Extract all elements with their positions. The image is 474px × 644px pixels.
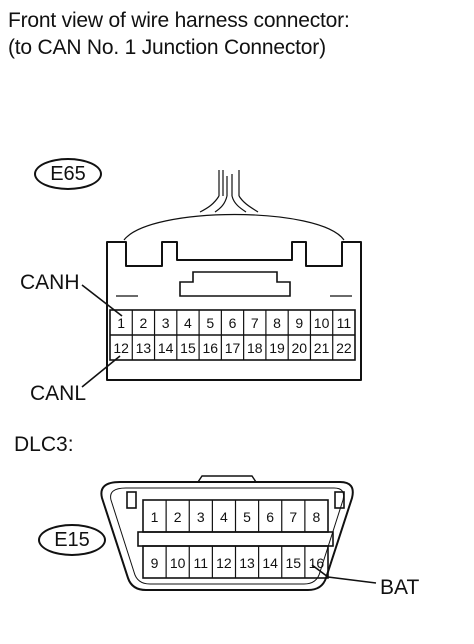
e65-pin-15: 15 <box>180 340 196 356</box>
e65-pin-9: 9 <box>295 315 303 331</box>
e65-pin-6: 6 <box>229 315 237 331</box>
dlc3-pin-1: 1 <box>151 509 159 525</box>
dlc3-pin-4: 4 <box>220 509 228 525</box>
canl-label: CANL <box>30 382 87 405</box>
e65-harness-wires-icon <box>199 170 259 213</box>
e65-pin-1: 1 <box>117 315 125 331</box>
e65-pin-8: 8 <box>273 315 281 331</box>
canh-label: CANH <box>20 271 80 294</box>
dlc3-pin-5: 5 <box>243 509 251 525</box>
e65-pin-4: 4 <box>184 315 192 331</box>
dlc3-pin-12: 12 <box>216 555 232 571</box>
e65-wire-bundle-arc <box>123 213 345 241</box>
heading-line-2: (to CAN No. 1 Junction Connector) <box>8 36 326 59</box>
dlc3-pin-3: 3 <box>197 509 205 525</box>
dlc3-pin-7: 7 <box>289 509 297 525</box>
canh-leader-line <box>81 284 123 317</box>
e65-pin-18: 18 <box>247 340 263 356</box>
connector-code-e65: E65 <box>34 158 102 190</box>
e65-callout-lines <box>81 284 123 388</box>
e65-pin-10: 10 <box>314 315 330 331</box>
dlc3-label: DLC3: <box>14 433 74 456</box>
e65-pin-22: 22 <box>336 340 352 356</box>
dlc3-center-rib <box>137 531 334 547</box>
dlc3-pin-13: 13 <box>239 555 255 571</box>
e65-connector-housing <box>106 241 362 381</box>
e65-pin-20: 20 <box>292 340 308 356</box>
e65-pin-16: 16 <box>202 340 218 356</box>
e65-lock-tab <box>179 271 291 297</box>
e65-pin-21: 21 <box>314 340 330 356</box>
e65-pin-12: 12 <box>113 340 129 356</box>
dlc3-pin-10: 10 <box>170 555 186 571</box>
dlc3-pin-2: 2 <box>174 509 182 525</box>
bat-leader-line <box>311 564 377 584</box>
e65-pin-3: 3 <box>162 315 170 331</box>
connector-code-e15: E15 <box>38 524 106 556</box>
e65-pin-2: 2 <box>140 315 148 331</box>
dlc3-top-key <box>197 475 257 483</box>
canl-leader-line <box>81 355 121 388</box>
dlc3-pin-16: 16 <box>309 555 325 571</box>
dlc3-pin-8: 8 <box>313 509 321 525</box>
dlc3-left-slot <box>126 491 137 509</box>
dlc3-right-slot <box>334 491 345 509</box>
dlc3-pin-6: 6 <box>266 509 274 525</box>
e65-pin-5: 5 <box>206 315 214 331</box>
dlc3-housing-outer <box>100 481 354 591</box>
dlc3-pin-11: 11 <box>194 555 209 571</box>
e65-pin-13: 13 <box>136 340 152 356</box>
bat-label: BAT <box>380 576 420 599</box>
e65-pin-17: 17 <box>225 340 241 356</box>
e65-pin-19: 19 <box>269 340 285 356</box>
e65-pin-14: 14 <box>158 340 174 356</box>
heading-line-1: Front view of wire harness connector: <box>8 9 350 32</box>
dlc3-pin-14: 14 <box>262 555 278 571</box>
dlc3-pin-9: 9 <box>151 555 159 571</box>
e65-pin-11: 11 <box>337 315 352 331</box>
dlc3-pin-15: 15 <box>286 555 302 571</box>
e65-pin-7: 7 <box>251 315 259 331</box>
